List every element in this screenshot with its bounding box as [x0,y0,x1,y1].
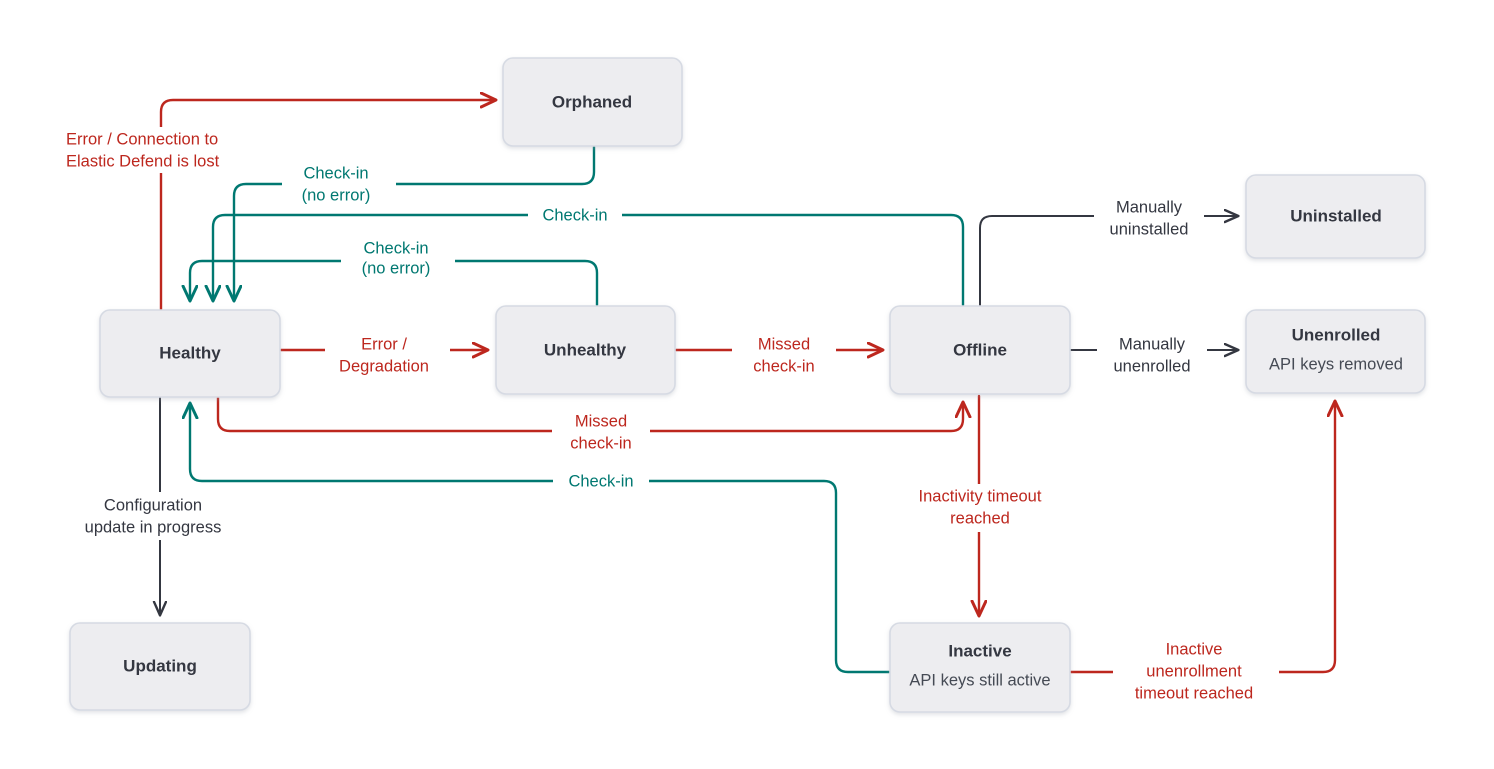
node-unenrolled[interactable]: Unenrolled API keys removed [1245,309,1426,394]
edge-label-unhealthy-to-healthy: Check-in (no error) [341,237,455,283]
edge-label-line2: reached [950,509,1010,527]
edge-label-line1: Check-in [542,206,607,224]
edge-label-line1: Configuration [104,496,202,514]
node-unenrolled-title: Unenrolled [1292,325,1381,344]
node-offline-title: Offline [953,340,1007,359]
node-healthy[interactable]: Healthy [99,309,281,398]
edge-label-line1: Error / Connection to [66,130,218,148]
node-unhealthy-title: Unhealthy [544,340,627,359]
edge-label-line2: check-in [753,357,814,375]
node-unenrolled-subtitle: API keys removed [1269,355,1403,373]
node-uninstalled-title: Uninstalled [1290,206,1382,225]
edge-label-inactive-to-healthy: Check-in [553,470,649,494]
edge-label-line1: Check-in [568,472,633,490]
edge-label-line2: Degradation [339,357,429,375]
edge-label-healthy-to-updating: Configuration update in progress [66,492,252,540]
node-uninstalled[interactable]: Uninstalled [1245,174,1426,259]
node-inactive-title: Inactive [948,641,1011,660]
edge-label-line2: uninstalled [1110,220,1189,238]
edge-label-line1: Check-in [303,164,368,182]
edge-label-unhealthy-to-offline: Missed check-in [732,332,836,378]
edge-orphaned-to-healthy [234,145,596,300]
node-updating-title: Updating [123,656,197,675]
edge-label-line2: unenrolled [1113,357,1190,375]
node-inactive-subtitle: API keys still active [909,671,1050,689]
edge-label-line3: timeout reached [1135,684,1253,702]
edge-label-line2: update in progress [85,518,222,536]
edge-label-orphaned-to-healthy: Check-in (no error) [282,162,396,208]
node-orphaned-title: Orphaned [552,92,632,111]
edge-label-line1: Check-in [363,239,428,257]
node-inactive[interactable]: Inactive API keys still active [889,622,1071,713]
node-offline[interactable]: Offline [889,305,1071,395]
edge-label-line1: Missed [575,412,627,430]
edge-label-line2: unenrollment [1146,662,1242,680]
edge-label-line1: Missed [758,335,810,353]
edge-label-line1: Inactivity timeout [919,487,1042,505]
node-unhealthy[interactable]: Unhealthy [495,305,676,395]
edge-label-line1: Manually [1116,198,1183,216]
node-healthy-title: Healthy [159,343,221,362]
edge-label-inactive-to-unenrolled: Inactive unenrollment timeout reached [1113,638,1279,708]
edge-healthy-to-orphaned [159,100,495,312]
edge-label-line2: (no error) [302,186,371,204]
edge-label-healthy-to-unhealthy: Error / Degradation [325,332,450,378]
edge-label-offline-to-uninstalled: Manually uninstalled [1094,198,1204,238]
edge-label-line2: Elastic Defend is lost [66,152,220,170]
edge-label-line1: Manually [1119,335,1186,353]
edge-label-offline-to-inactive: Inactivity timeout reached [900,484,1062,532]
edge-inactive-to-healthy [190,404,891,674]
edge-offline-to-uninstalled [979,216,1238,306]
node-orphaned[interactable]: Orphaned [502,57,683,147]
edge-label-line2: check-in [570,434,631,452]
edge-label-line1: Inactive [1166,640,1223,658]
edge-label-offline-to-unenrolled: Manually unenrolled [1097,335,1207,375]
edge-label-offline-to-healthy: Check-in [528,204,622,228]
edge-label-line1: Error / [361,335,407,353]
edge-inactive-to-unenrolled [1069,402,1335,674]
edge-label-healthy-to-offline: Missed check-in [552,410,650,452]
edge-label-healthy-to-orphaned: Error / Connection to Elastic Defend is … [60,127,250,173]
node-updating[interactable]: Updating [69,622,251,711]
edge-label-line2: (no error) [362,259,431,277]
